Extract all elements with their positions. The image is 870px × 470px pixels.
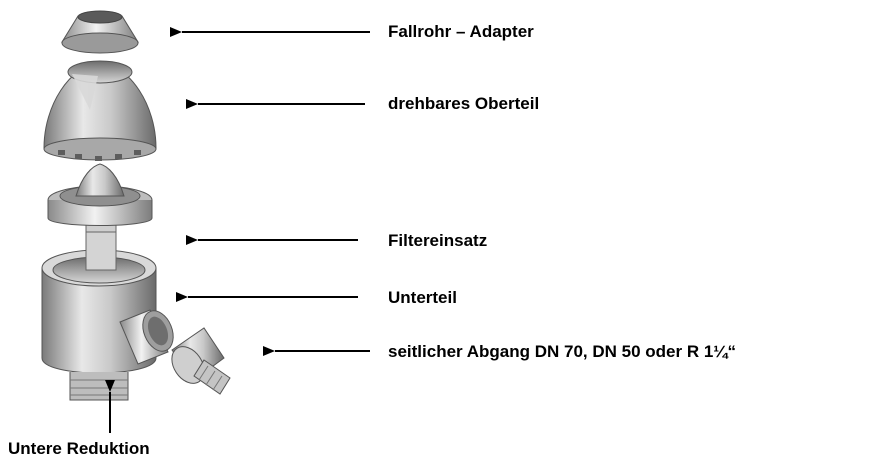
seitlicher-abgang-part [171,327,231,395]
drehbares-oberteil-part [43,60,157,161]
label-fallrohr-adapter: Fallrohr – Adapter [388,22,534,41]
label-filtereinsatz: Filtereinsatz [388,231,488,250]
unterteil-part [41,231,174,401]
label-unterteil: Unterteil [388,288,457,307]
fallrohr-adapter-part [61,10,139,54]
label-seitlicher-abgang: seitlicher Abgang DN 70, DN 50 oder R 1¼… [388,342,736,361]
label-drehbares-oberteil: drehbares Oberteil [388,94,540,113]
label-untere-reduktion: Untere Reduktion [8,439,150,458]
